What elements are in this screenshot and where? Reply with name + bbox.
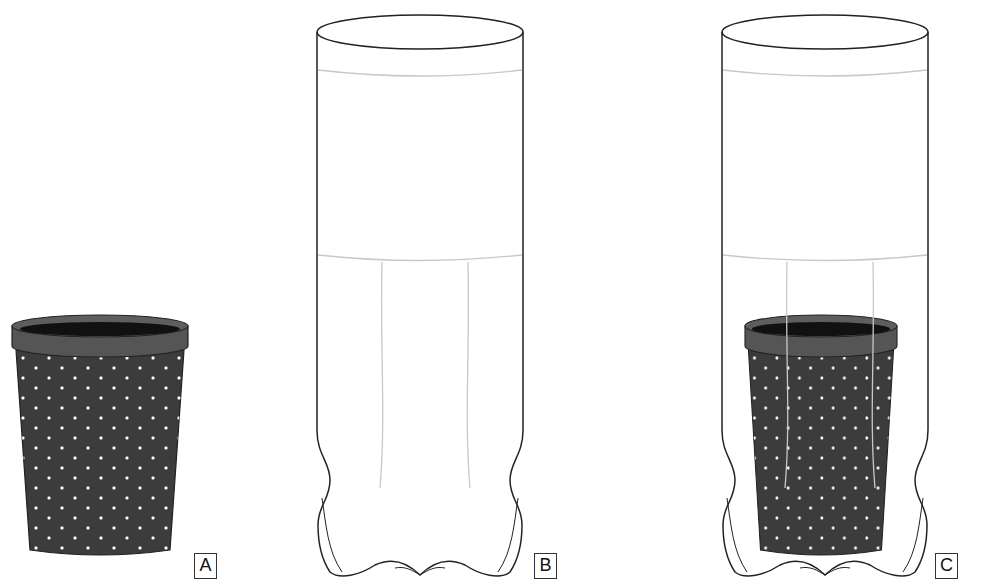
figure-label-box: B (534, 553, 557, 579)
figure-label-box: A (194, 553, 217, 579)
figure-letter: C (940, 556, 953, 576)
bottle-with-cup (722, 15, 928, 576)
figure-letter: B (539, 556, 551, 576)
bottle (317, 15, 523, 576)
figure-letter: A (199, 556, 211, 576)
figure-label-box: C (935, 553, 958, 579)
perforated-cup (12, 315, 188, 555)
